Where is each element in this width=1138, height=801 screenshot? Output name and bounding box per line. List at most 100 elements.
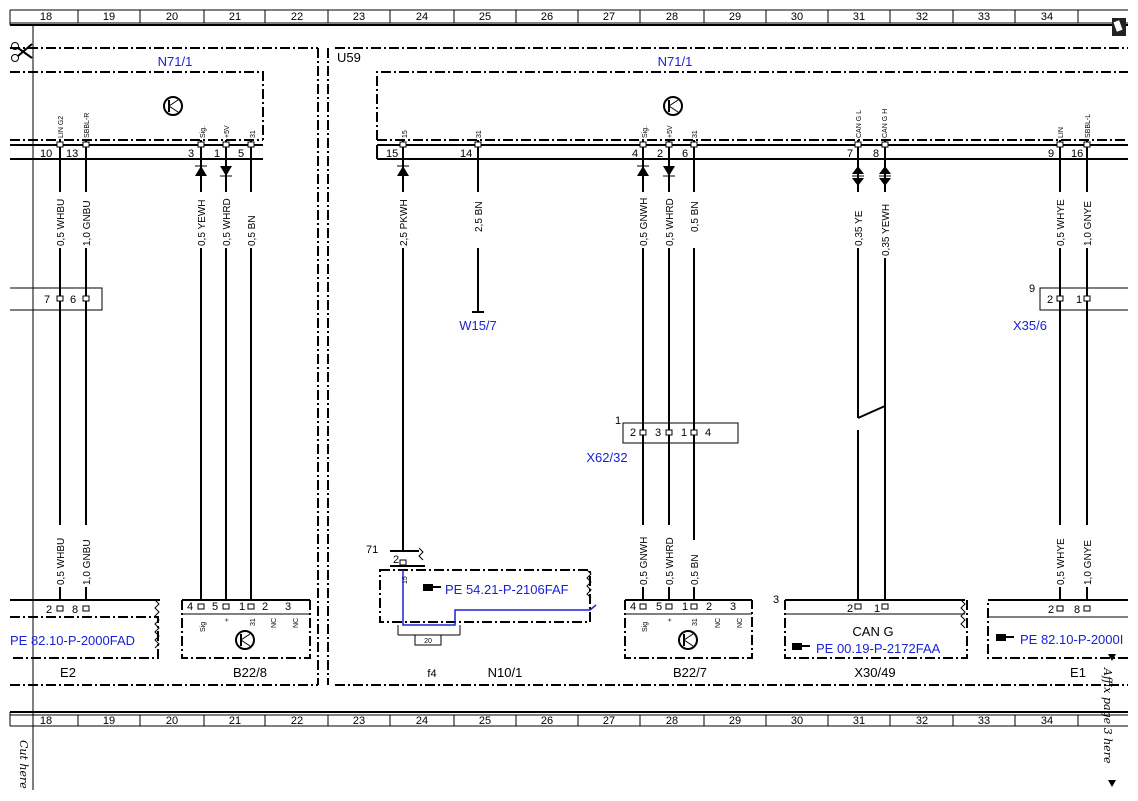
cut-here-text: Cut here [17, 740, 30, 789]
ref-link-x30[interactable]: PE 00.19-P-2172FAA [816, 641, 941, 656]
pin-num: 6 [70, 294, 76, 306]
e1-box [987, 600, 1128, 659]
ruler-num: 33 [978, 11, 990, 23]
pin-num: 1 [615, 415, 621, 427]
ruler-num: 21 [229, 715, 241, 727]
pin-name: + [224, 618, 231, 622]
arrow-icon [1108, 780, 1116, 787]
pin-num: 3 [655, 427, 661, 439]
ruler-num: 24 [416, 715, 428, 727]
wire-label: 2,5 BN [474, 201, 485, 232]
pin-name: NC [271, 618, 278, 628]
pin-name: Sig [200, 622, 207, 632]
ruler-num: 27 [603, 11, 615, 23]
wire-label: 1,0 GNYE [1083, 201, 1094, 246]
e1-label: E1 [1070, 665, 1086, 680]
pin-num: 4 [705, 427, 711, 439]
pin-num: 5 [238, 148, 244, 160]
e2-label: E2 [60, 665, 76, 680]
ref-link-mid[interactable]: PE 54.21-P-2106FAF [445, 582, 569, 597]
wire-label: 0,5 WHBU [56, 199, 67, 246]
pin-num: 1 [1076, 294, 1082, 306]
pointing-hand-icon [996, 634, 1014, 641]
wire-label: 1,0 GNBU [82, 200, 93, 246]
ref-link-right[interactable]: PE 82.10-P-2000I [1020, 632, 1123, 647]
pin-num: 71 [366, 544, 378, 556]
pin-num: 2 [847, 603, 853, 615]
wire-label: 0,5 GNWH [639, 198, 650, 246]
n71-left-label: N71/1 [158, 54, 193, 69]
ruler-num: 29 [729, 715, 741, 727]
wire-label: 0,35 YE [854, 210, 865, 246]
wire-label: 1,0 GNYE [1083, 540, 1094, 585]
can-g-label: CAN G [852, 624, 893, 639]
ruler-num: 19 [103, 715, 115, 727]
pin-name: 15 [402, 130, 409, 138]
ruler-num: 28 [666, 715, 678, 727]
pin-name: CAN G L [856, 110, 863, 138]
wire-label: 0,5 BN [690, 554, 701, 585]
pin-num: 8 [72, 604, 78, 616]
ruler-num: 22 [291, 715, 303, 727]
pin-num: 8 [873, 148, 879, 160]
f4-label: f4 [427, 668, 436, 680]
pin-num: 4 [630, 601, 636, 613]
pin-num: 16 [1071, 148, 1083, 160]
pin-num: 2 [262, 601, 268, 613]
pin-name: SBBL-R [84, 113, 91, 138]
pin-num: 5 [212, 601, 218, 613]
sensor-icon [235, 630, 255, 650]
ruler-num: 32 [916, 11, 928, 23]
ruler-num: 32 [916, 715, 928, 727]
ruler-num: 24 [416, 11, 428, 23]
ruler-num: 27 [603, 715, 615, 727]
ruler-num: 20 [166, 11, 178, 23]
wire-label: 0,5 BN [247, 215, 258, 246]
x30-box [784, 600, 968, 659]
pin-num: 7 [847, 148, 853, 160]
n71-right-label: N71/1 [658, 54, 693, 69]
arrow-icon [1108, 654, 1116, 661]
pin-num: 2 [46, 604, 52, 616]
wire-label: 0,5 WHRD [665, 198, 676, 246]
pin-name: 31 [692, 618, 699, 626]
ruler-num: 33 [978, 715, 990, 727]
pin-name: Sig. [642, 126, 649, 138]
wire-label: 0,5 WHYE [1056, 199, 1067, 246]
pin-num: 14 [460, 148, 472, 160]
ruler-num: 21 [229, 11, 241, 23]
ruler-num: 30 [791, 11, 803, 23]
ruler-num: 23 [353, 11, 365, 23]
wire-label: 0,5 WHRD [222, 198, 233, 246]
u59-label: U59 [337, 50, 361, 65]
wire-label: 0,5 BN [690, 201, 701, 232]
pin-num: 2 [393, 554, 399, 566]
w15-label: W15/7 [459, 318, 497, 333]
b22-8-box [181, 600, 311, 659]
ref-link-left[interactable]: PE 82.10-P-2000FAD [10, 633, 135, 648]
pin-num: 15 [386, 148, 398, 160]
pin-name: Sig. [200, 126, 207, 138]
pin-num: 1 [239, 601, 245, 613]
x30-label: X30/49 [854, 665, 895, 680]
pin-name: 31 [476, 130, 483, 138]
connector-x62 [622, 422, 739, 444]
affix-text: Affix page 3 here [1101, 667, 1114, 764]
pin-name: NC [715, 618, 722, 628]
fuse-label: 20 [424, 638, 432, 645]
wire-label: 0,35 YEWH [881, 204, 892, 256]
ruler-num: 22 [291, 11, 303, 23]
pin-num: 2 [1048, 604, 1054, 616]
pin-num: 3 [285, 601, 291, 613]
b22-7-box [624, 600, 753, 659]
connector-x35 [1039, 287, 1128, 311]
ruler-num: 31 [853, 715, 865, 727]
pin-name: + [667, 618, 674, 622]
wire-label: 0,5 WHRD [665, 537, 676, 585]
ruler-num: 25 [479, 11, 491, 23]
pin-name: LIN G2 [58, 116, 65, 138]
ruler-num: 31 [853, 11, 865, 23]
ruler-num: 20 [166, 715, 178, 727]
pin-name: SBBL-L [1085, 114, 1092, 138]
